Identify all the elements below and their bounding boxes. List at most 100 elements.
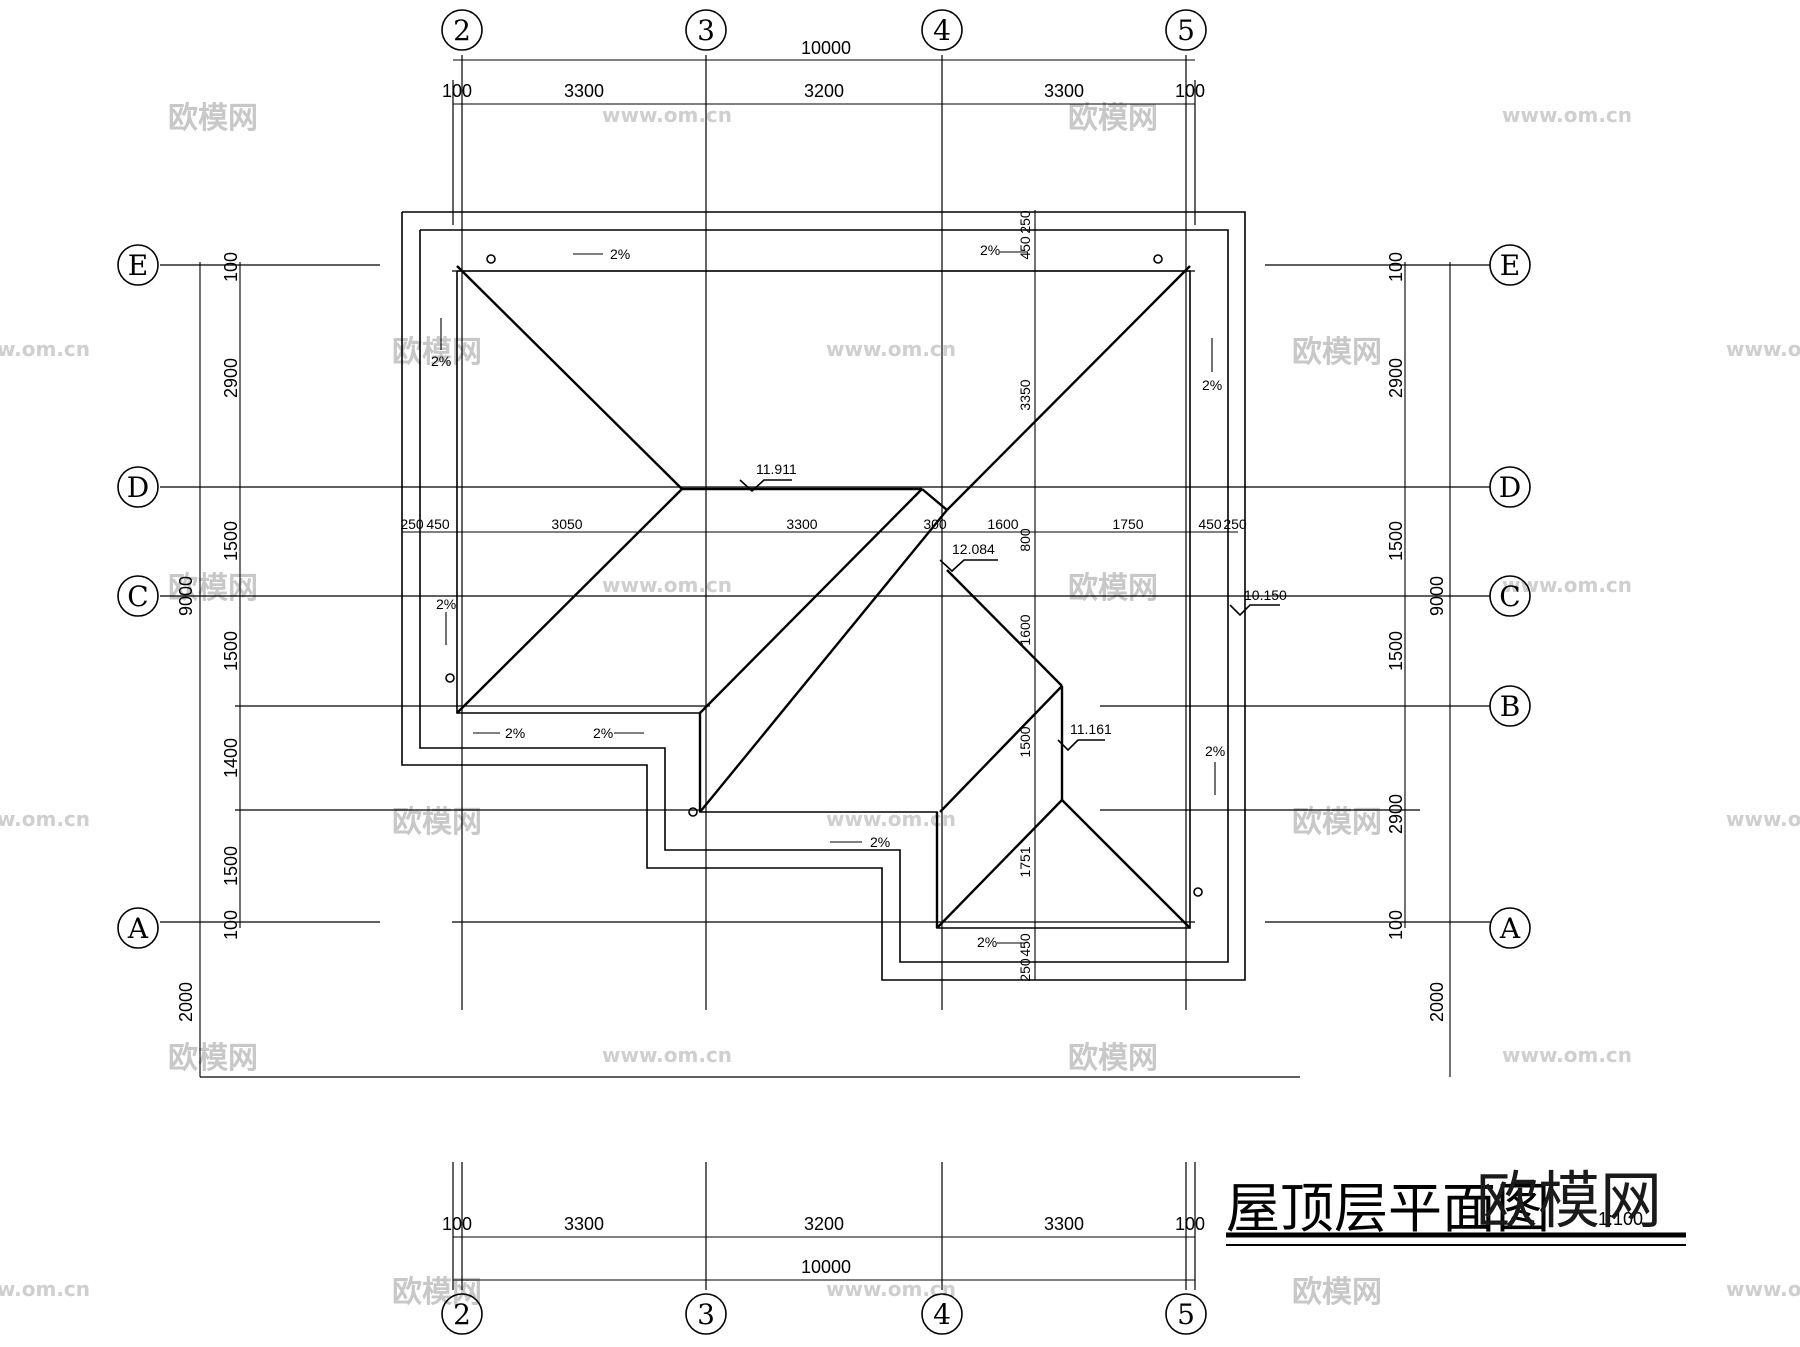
- axis-bubble-A-right: A: [1489, 907, 1531, 949]
- elevation-marks: 11.911 12.084 10.150 11.161: [739, 461, 1287, 752]
- dim-left-5: 1400: [221, 738, 241, 778]
- dim-top-4: 3300: [1044, 81, 1084, 101]
- drain-icon: [1193, 887, 1203, 897]
- dim-inner-6: 1500: [1017, 726, 1033, 757]
- dim-bottom-total: 10000: [801, 1257, 851, 1277]
- axis-bubble-E-right: E: [1489, 244, 1531, 286]
- grid-lines: [160, 55, 1490, 1290]
- axis-bubble-3-bottom: 3: [685, 1293, 727, 1335]
- roof-drains: [445, 254, 1203, 897]
- watermark-site: www.om.cn: [602, 573, 732, 597]
- watermark-site: www.om.cn: [1726, 807, 1800, 831]
- watermark-site: www.om.cn: [1502, 1043, 1632, 1067]
- dim-left-extra: 2000: [176, 982, 196, 1022]
- hip-line: [1061, 799, 1191, 929]
- slope-label: 2%: [980, 242, 1000, 258]
- watermark-site: www.om.cn: [602, 1043, 732, 1067]
- hip-line: [946, 265, 1191, 511]
- axis-bubble-C-right: C: [1489, 575, 1531, 617]
- svg-text:E: E: [128, 249, 148, 282]
- axis-bubble-4-top: 4: [921, 9, 963, 51]
- watermark: 欧模网: [1292, 1275, 1382, 1310]
- dim-right-4: 1500: [1386, 631, 1406, 671]
- svg-text:A: A: [127, 912, 149, 945]
- dim-bottom-3: 3200: [804, 1214, 844, 1234]
- watermark-site: www.om.cn: [826, 807, 956, 831]
- drawing-scale: 1:100: [1598, 1209, 1643, 1229]
- hip-line: [939, 685, 1063, 813]
- svg-text:C: C: [127, 580, 148, 613]
- watermark-site: www.om.cn: [826, 1277, 956, 1301]
- svg-text:5: 5: [1177, 14, 1195, 47]
- dim-left-total: 9000: [176, 576, 196, 616]
- axis-bubbles: 2 3 4 5 2 3 4 5 E D C A E D C B A: [117, 9, 1531, 1335]
- drain-icon: [1153, 254, 1163, 264]
- dim-left-1: 100: [221, 252, 241, 282]
- axis-bubble-D-left: D: [117, 466, 159, 508]
- dim-left-3: 1500: [221, 521, 241, 561]
- dim-inner-2: 250: [1017, 210, 1033, 234]
- brand-logo: 欧模网: [1476, 1164, 1662, 1237]
- dimension-lines: [199, 59, 1451, 1281]
- drawing-title: 屋顶层平面图: [1226, 1177, 1550, 1240]
- elevation-label: 12.084: [952, 541, 995, 557]
- dim-bottom-1: 100: [442, 1214, 472, 1234]
- watermark-site: www.om.cn: [1726, 1277, 1800, 1301]
- dim-left-6: 1500: [221, 846, 241, 886]
- svg-text:3: 3: [697, 1298, 715, 1331]
- dim-right-total: 9000: [1427, 576, 1447, 616]
- axis-bubble-3-top: 3: [685, 9, 727, 51]
- svg-text:E: E: [1500, 249, 1520, 282]
- watermark: 欧模网: [1292, 805, 1382, 840]
- dim-right-1: 100: [1386, 252, 1406, 282]
- watermark-site: www.om.cn: [826, 337, 956, 361]
- slope-label: 2%: [593, 725, 613, 741]
- watermark: 欧模网: [168, 571, 258, 606]
- axis-bubble-A-left: A: [117, 907, 159, 949]
- dim-mid-9: 250: [1223, 516, 1247, 532]
- watermark: 欧模网: [1068, 101, 1158, 136]
- drain-icon: [688, 807, 698, 817]
- svg-text:5: 5: [1177, 1298, 1195, 1331]
- watermark: 欧模网: [392, 1275, 482, 1310]
- dim-right-2: 2900: [1386, 358, 1406, 398]
- watermark-site: www.om.cn: [1502, 573, 1632, 597]
- watermark-site: www.om.cn: [1726, 337, 1800, 361]
- watermark-site: www.om.cn: [0, 1277, 90, 1301]
- dim-left-7: 100: [221, 910, 241, 940]
- watermark-site: www.om.cn: [0, 807, 90, 831]
- svg-text:A: A: [1499, 912, 1521, 945]
- dim-bottom-2: 3300: [564, 1214, 604, 1234]
- slope-label: 2%: [1202, 377, 1222, 393]
- watermark: 欧模网: [1292, 335, 1382, 370]
- hip-line: [456, 265, 683, 490]
- dim-inner-1: 450: [1017, 236, 1033, 260]
- dim-inner-8: 450: [1017, 933, 1033, 957]
- hip-line: [699, 509, 948, 813]
- axis-bubble-D-right: D: [1489, 466, 1531, 508]
- dim-left-2: 2900: [221, 358, 241, 398]
- slope-label: 2%: [1205, 743, 1225, 759]
- svg-text:B: B: [1500, 690, 1521, 723]
- elevation-symbol-icon: [1229, 604, 1280, 617]
- elevation-symbol-icon: [1057, 739, 1105, 752]
- axis-bubble-5-bottom: 5: [1165, 1293, 1207, 1335]
- drain-icon: [486, 254, 496, 264]
- dim-inner-5: 1600: [1017, 614, 1033, 645]
- dim-inner-4: 800: [1017, 528, 1033, 552]
- dim-bottom-4: 3300: [1044, 1214, 1084, 1234]
- dim-right-3: 1500: [1386, 521, 1406, 561]
- dim-top-5: 100: [1175, 81, 1205, 101]
- dim-mid-2: 450: [426, 516, 450, 532]
- dim-top-1: 100: [442, 81, 472, 101]
- dim-inner-3: 3350: [1017, 379, 1033, 410]
- svg-text:2: 2: [453, 1298, 471, 1331]
- watermark: 欧模网: [168, 101, 258, 136]
- dim-right-6: 100: [1386, 910, 1406, 940]
- dim-bottom-5: 100: [1175, 1214, 1205, 1234]
- axis-bubble-B-right: B: [1489, 685, 1531, 727]
- svg-text:4: 4: [933, 1298, 951, 1331]
- slope-label: 2%: [977, 934, 997, 950]
- axis-bubble-C-left: C: [117, 575, 159, 617]
